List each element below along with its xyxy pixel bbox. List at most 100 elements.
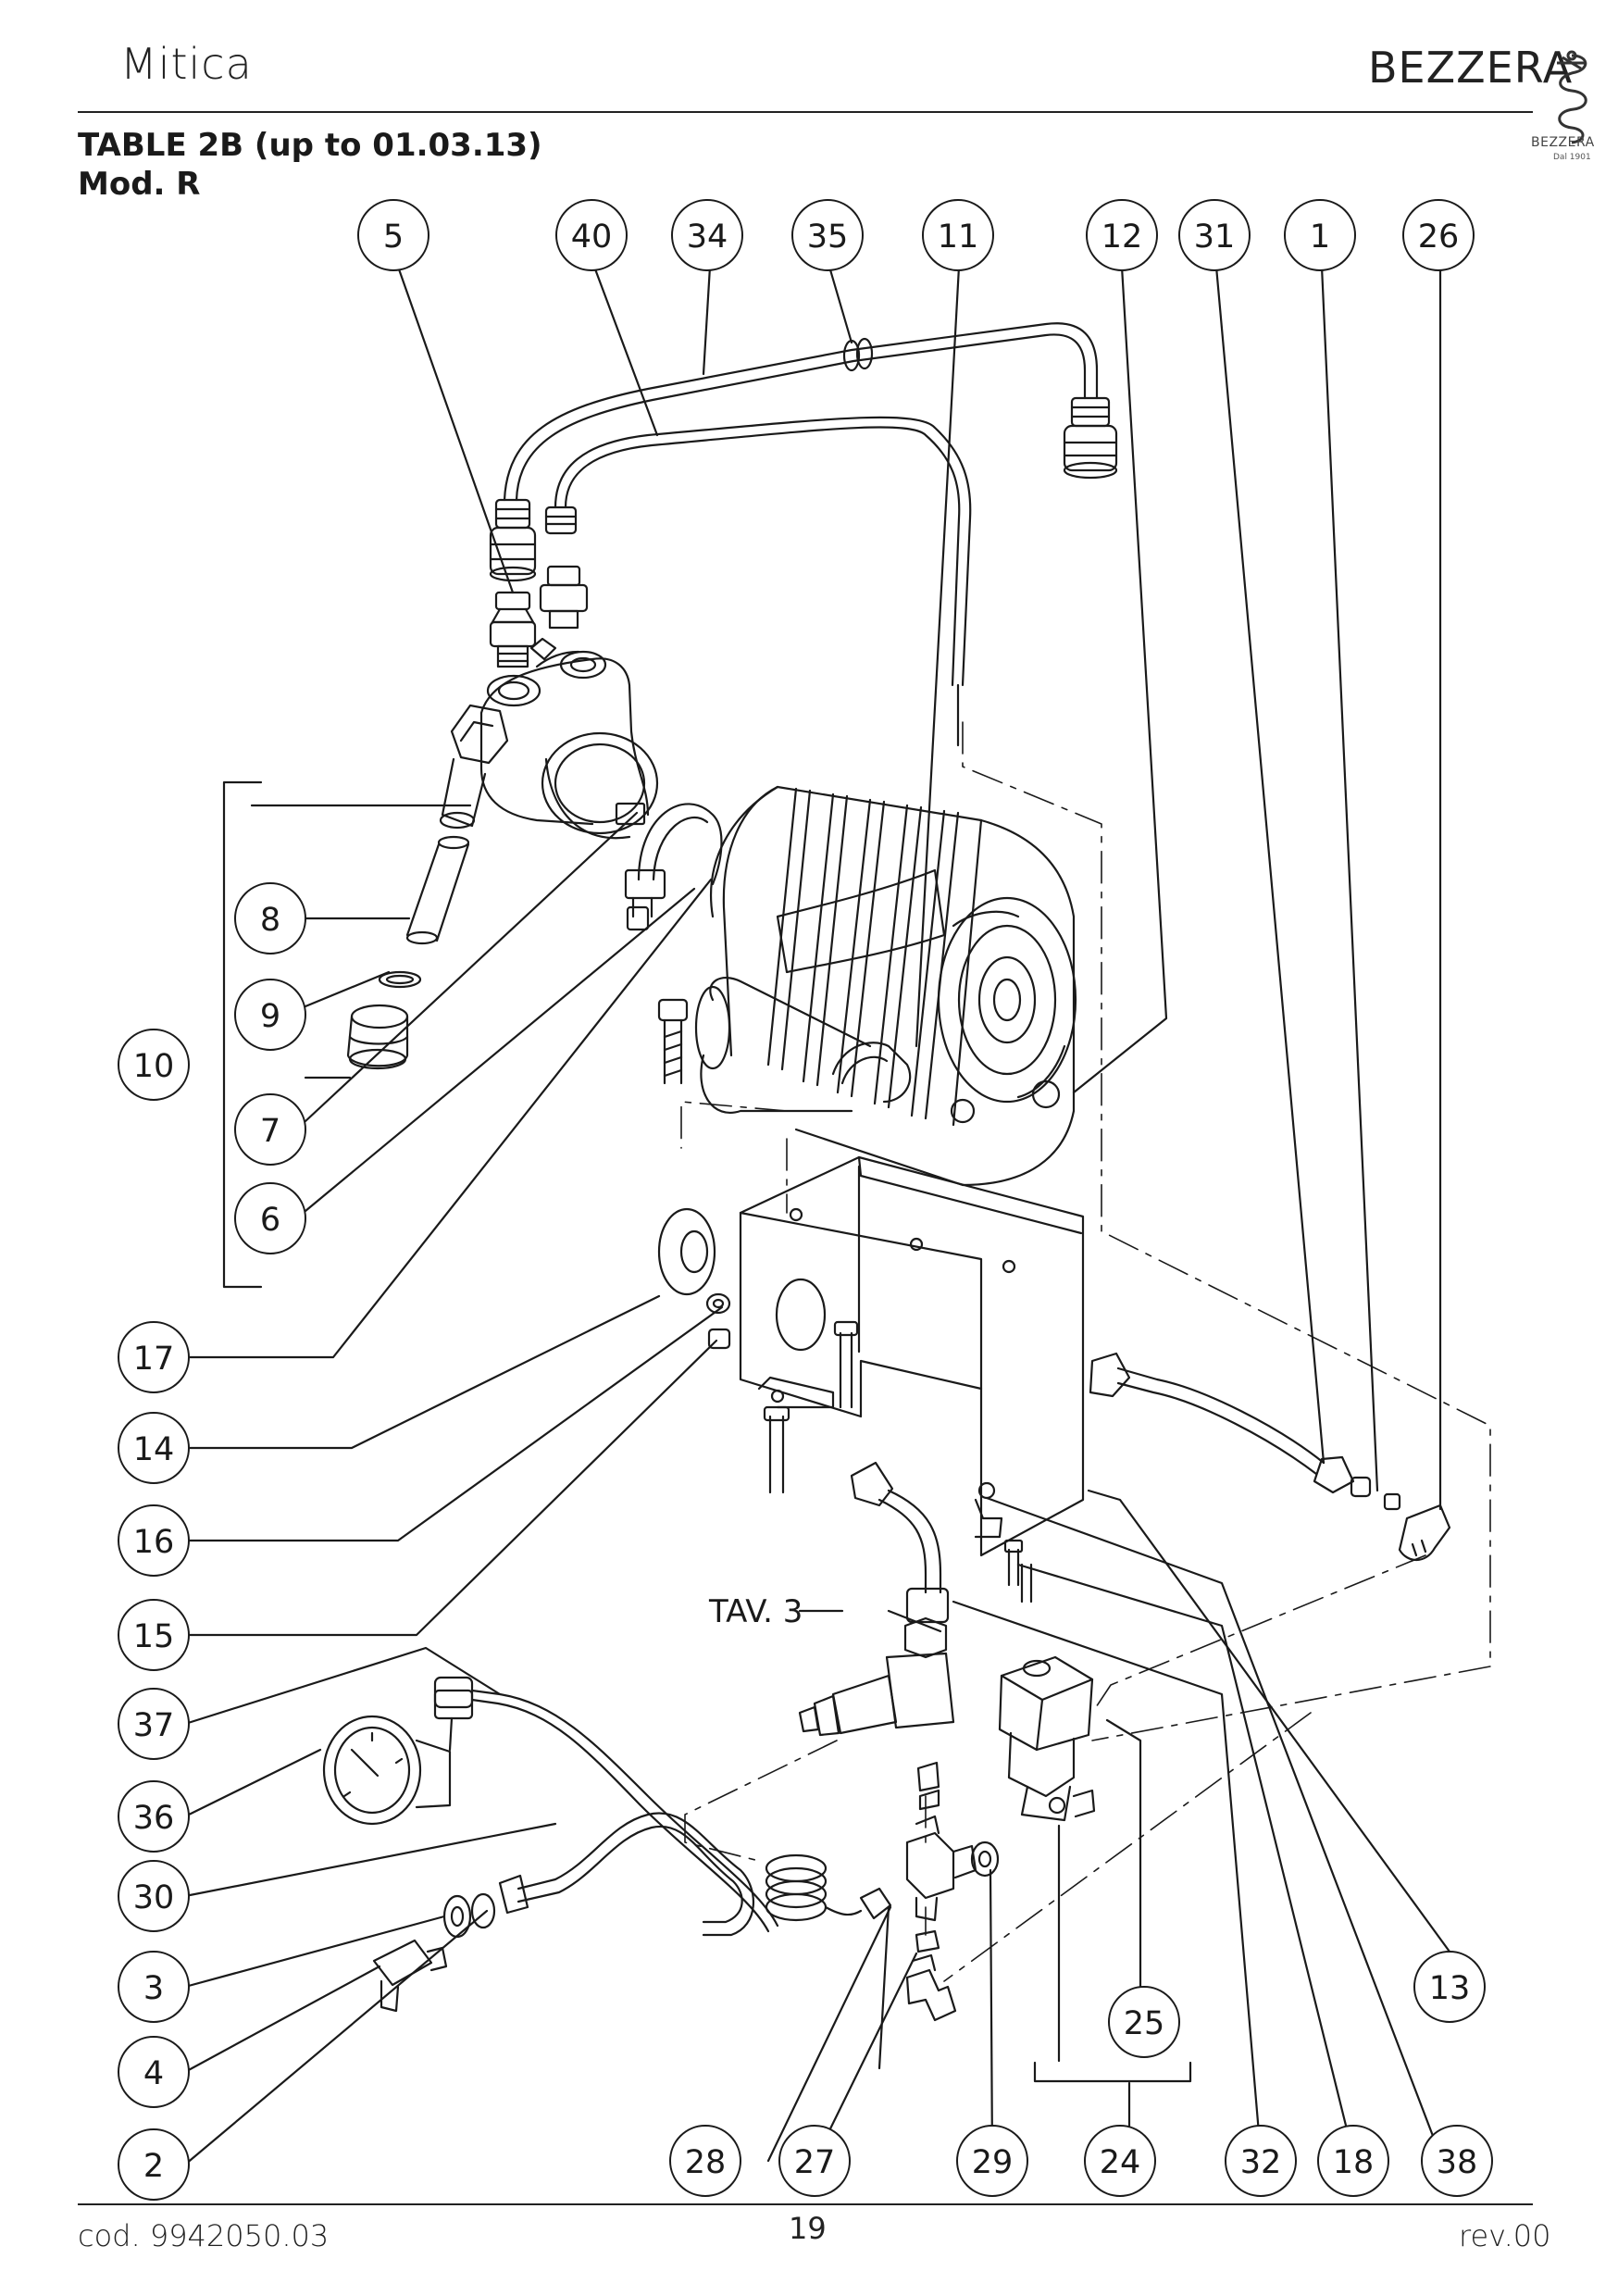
brand-name: BEZZERA <box>1368 43 1574 93</box>
callout-14: 14 <box>118 1412 190 1484</box>
callout-3: 3 <box>118 1951 190 2023</box>
svg-text:30: 30 <box>133 1879 175 1916</box>
gauge-pipe-37-drawing <box>433 1676 892 1933</box>
page-number: 19 <box>789 2211 827 2246</box>
callout-15: 15 <box>118 1599 190 1671</box>
logo-wordmark: BEZZERA <box>1531 135 1595 150</box>
logo-tagline: Dal 1901 <box>1553 153 1591 162</box>
callout-32: 32 <box>1225 2125 1297 2197</box>
callout-7: 7 <box>234 1093 306 1166</box>
svg-text:6: 6 <box>260 1202 280 1239</box>
svg-text:15: 15 <box>133 1618 175 1655</box>
footer-divider <box>78 2203 1533 2205</box>
callout-38: 38 <box>1421 2125 1493 2197</box>
svg-text:36: 36 <box>133 1800 175 1837</box>
washer-3-drawing <box>442 1892 496 1939</box>
model-name: Mitica <box>120 39 253 89</box>
svg-text:14: 14 <box>133 1431 175 1468</box>
svg-text:10: 10 <box>133 1048 175 1085</box>
svg-text:13: 13 <box>1429 1970 1471 2007</box>
svg-text:4: 4 <box>143 2055 164 2092</box>
callout-25: 25 <box>1108 1986 1180 2058</box>
table-title: TABLE 2B (up to 01.03.13) Mod. R <box>78 126 542 204</box>
callout-11: 11 <box>922 199 994 271</box>
clamp-6-drawing <box>624 803 723 931</box>
leader-lines <box>183 265 1451 2166</box>
svg-text:34: 34 <box>687 218 728 256</box>
svg-text:18: 18 <box>1333 2144 1375 2181</box>
callout-9: 9 <box>234 979 306 1051</box>
pump-motor-drawing <box>694 785 1077 1187</box>
svg-text:38: 38 <box>1437 2144 1478 2181</box>
callout-12: 12 <box>1086 199 1158 271</box>
washer-14-drawing <box>657 1207 716 1296</box>
svg-text:5: 5 <box>383 218 404 256</box>
support-bracket-drawing <box>739 1155 1085 1603</box>
svg-text:8: 8 <box>260 902 280 939</box>
capillary-tube-40-drawing <box>544 416 972 747</box>
callout-40: 40 <box>555 199 628 271</box>
svg-text:26: 26 <box>1418 218 1460 256</box>
callout-4: 4 <box>118 2036 190 2108</box>
callout-37: 37 <box>118 1688 190 1760</box>
elbow-27-drawing <box>905 1953 957 2022</box>
valve-body-drawing <box>798 1616 955 1737</box>
svg-text:12: 12 <box>1101 218 1143 256</box>
svg-text:17: 17 <box>133 1341 175 1378</box>
svg-text:1: 1 <box>1310 218 1330 256</box>
callout-16: 16 <box>118 1504 190 1577</box>
pipe-34-drawing <box>489 322 1118 582</box>
callouts: 5 40 34 35 11 12 31 1 26 8 9 10 7 6 17 1… <box>118 199 1493 2201</box>
solenoid-valve-drawing <box>998 1655 1096 1822</box>
svg-text:29: 29 <box>972 2144 1014 2181</box>
pump-head-drawing <box>439 637 659 840</box>
svg-text:7: 7 <box>260 1113 280 1150</box>
callout-2: 2 <box>118 2128 190 2201</box>
nut-10-drawing <box>346 1004 409 1070</box>
callout-10: 10 <box>118 1029 190 1101</box>
document-code: cod. 9942050.03 <box>78 2218 330 2253</box>
svg-text:27: 27 <box>794 2144 836 2181</box>
callout-6: 6 <box>234 1182 306 1254</box>
tee-fitting-drawing <box>905 1761 977 1953</box>
pipe-31-drawing <box>1089 1352 1451 1562</box>
callout-1: 1 <box>1284 199 1356 271</box>
callout-5: 5 <box>357 199 429 271</box>
pipe-30-drawing <box>498 1812 754 1937</box>
svg-text:37: 37 <box>133 1707 175 1744</box>
svg-text:16: 16 <box>133 1524 175 1561</box>
svg-text:31: 31 <box>1194 218 1236 256</box>
o-ring-9-drawing <box>378 970 422 989</box>
nut-29-drawing <box>970 1841 1000 1878</box>
callout-13: 13 <box>1413 1951 1486 2023</box>
reference-label-tav3: TAV. 3 <box>708 1593 803 1630</box>
svg-text:28: 28 <box>685 2144 727 2181</box>
callout-36: 36 <box>118 1780 190 1853</box>
callout-30: 30 <box>118 1860 190 1932</box>
fitting-5-drawing <box>489 565 589 668</box>
svg-text:11: 11 <box>938 218 979 256</box>
svg-text:40: 40 <box>571 218 613 256</box>
washer-16-drawing <box>705 1292 731 1350</box>
revision: rev.00 <box>1459 2218 1551 2253</box>
callout-31: 31 <box>1178 199 1251 271</box>
table-title-line: TABLE 2B (up to 01.03.13) <box>78 127 542 164</box>
svg-text:25: 25 <box>1124 2005 1165 2042</box>
assembly-axis-lines <box>680 721 1491 1982</box>
svg-text:3: 3 <box>143 1970 164 2007</box>
screw-drawing <box>657 998 689 1085</box>
snake-logo-icon <box>1557 50 1587 144</box>
callout-24: 24 <box>1084 2125 1156 2197</box>
svg-text:24: 24 <box>1100 2144 1141 2181</box>
callout-17: 17 <box>118 1321 190 1393</box>
callout-26: 26 <box>1402 199 1475 271</box>
model-subtitle: Mod. R <box>78 166 201 203</box>
svg-text:35: 35 <box>807 218 849 256</box>
filter-8-drawing <box>405 835 470 945</box>
callout-8: 8 <box>234 882 306 955</box>
header-divider <box>78 111 1533 113</box>
pressure-gauge-drawing <box>322 1689 474 1826</box>
elbow-pipe-drawing <box>850 1461 950 1624</box>
callout-18: 18 <box>1317 2125 1389 2197</box>
